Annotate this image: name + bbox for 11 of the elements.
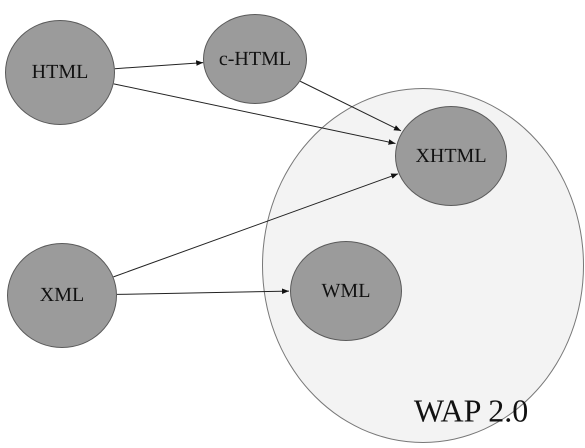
arrow xyxy=(112,173,399,278)
node-label: XHTML xyxy=(415,144,487,168)
node-label: XML xyxy=(40,284,84,307)
arrow xyxy=(114,60,204,70)
arrow xyxy=(116,288,290,295)
node-label: WML xyxy=(322,280,370,302)
arrow xyxy=(113,83,396,145)
node-label: c-HTML xyxy=(218,48,292,70)
arrow xyxy=(300,80,402,132)
node-label: HTML xyxy=(32,61,88,84)
group-label: WAP 2.0 xyxy=(414,392,528,430)
